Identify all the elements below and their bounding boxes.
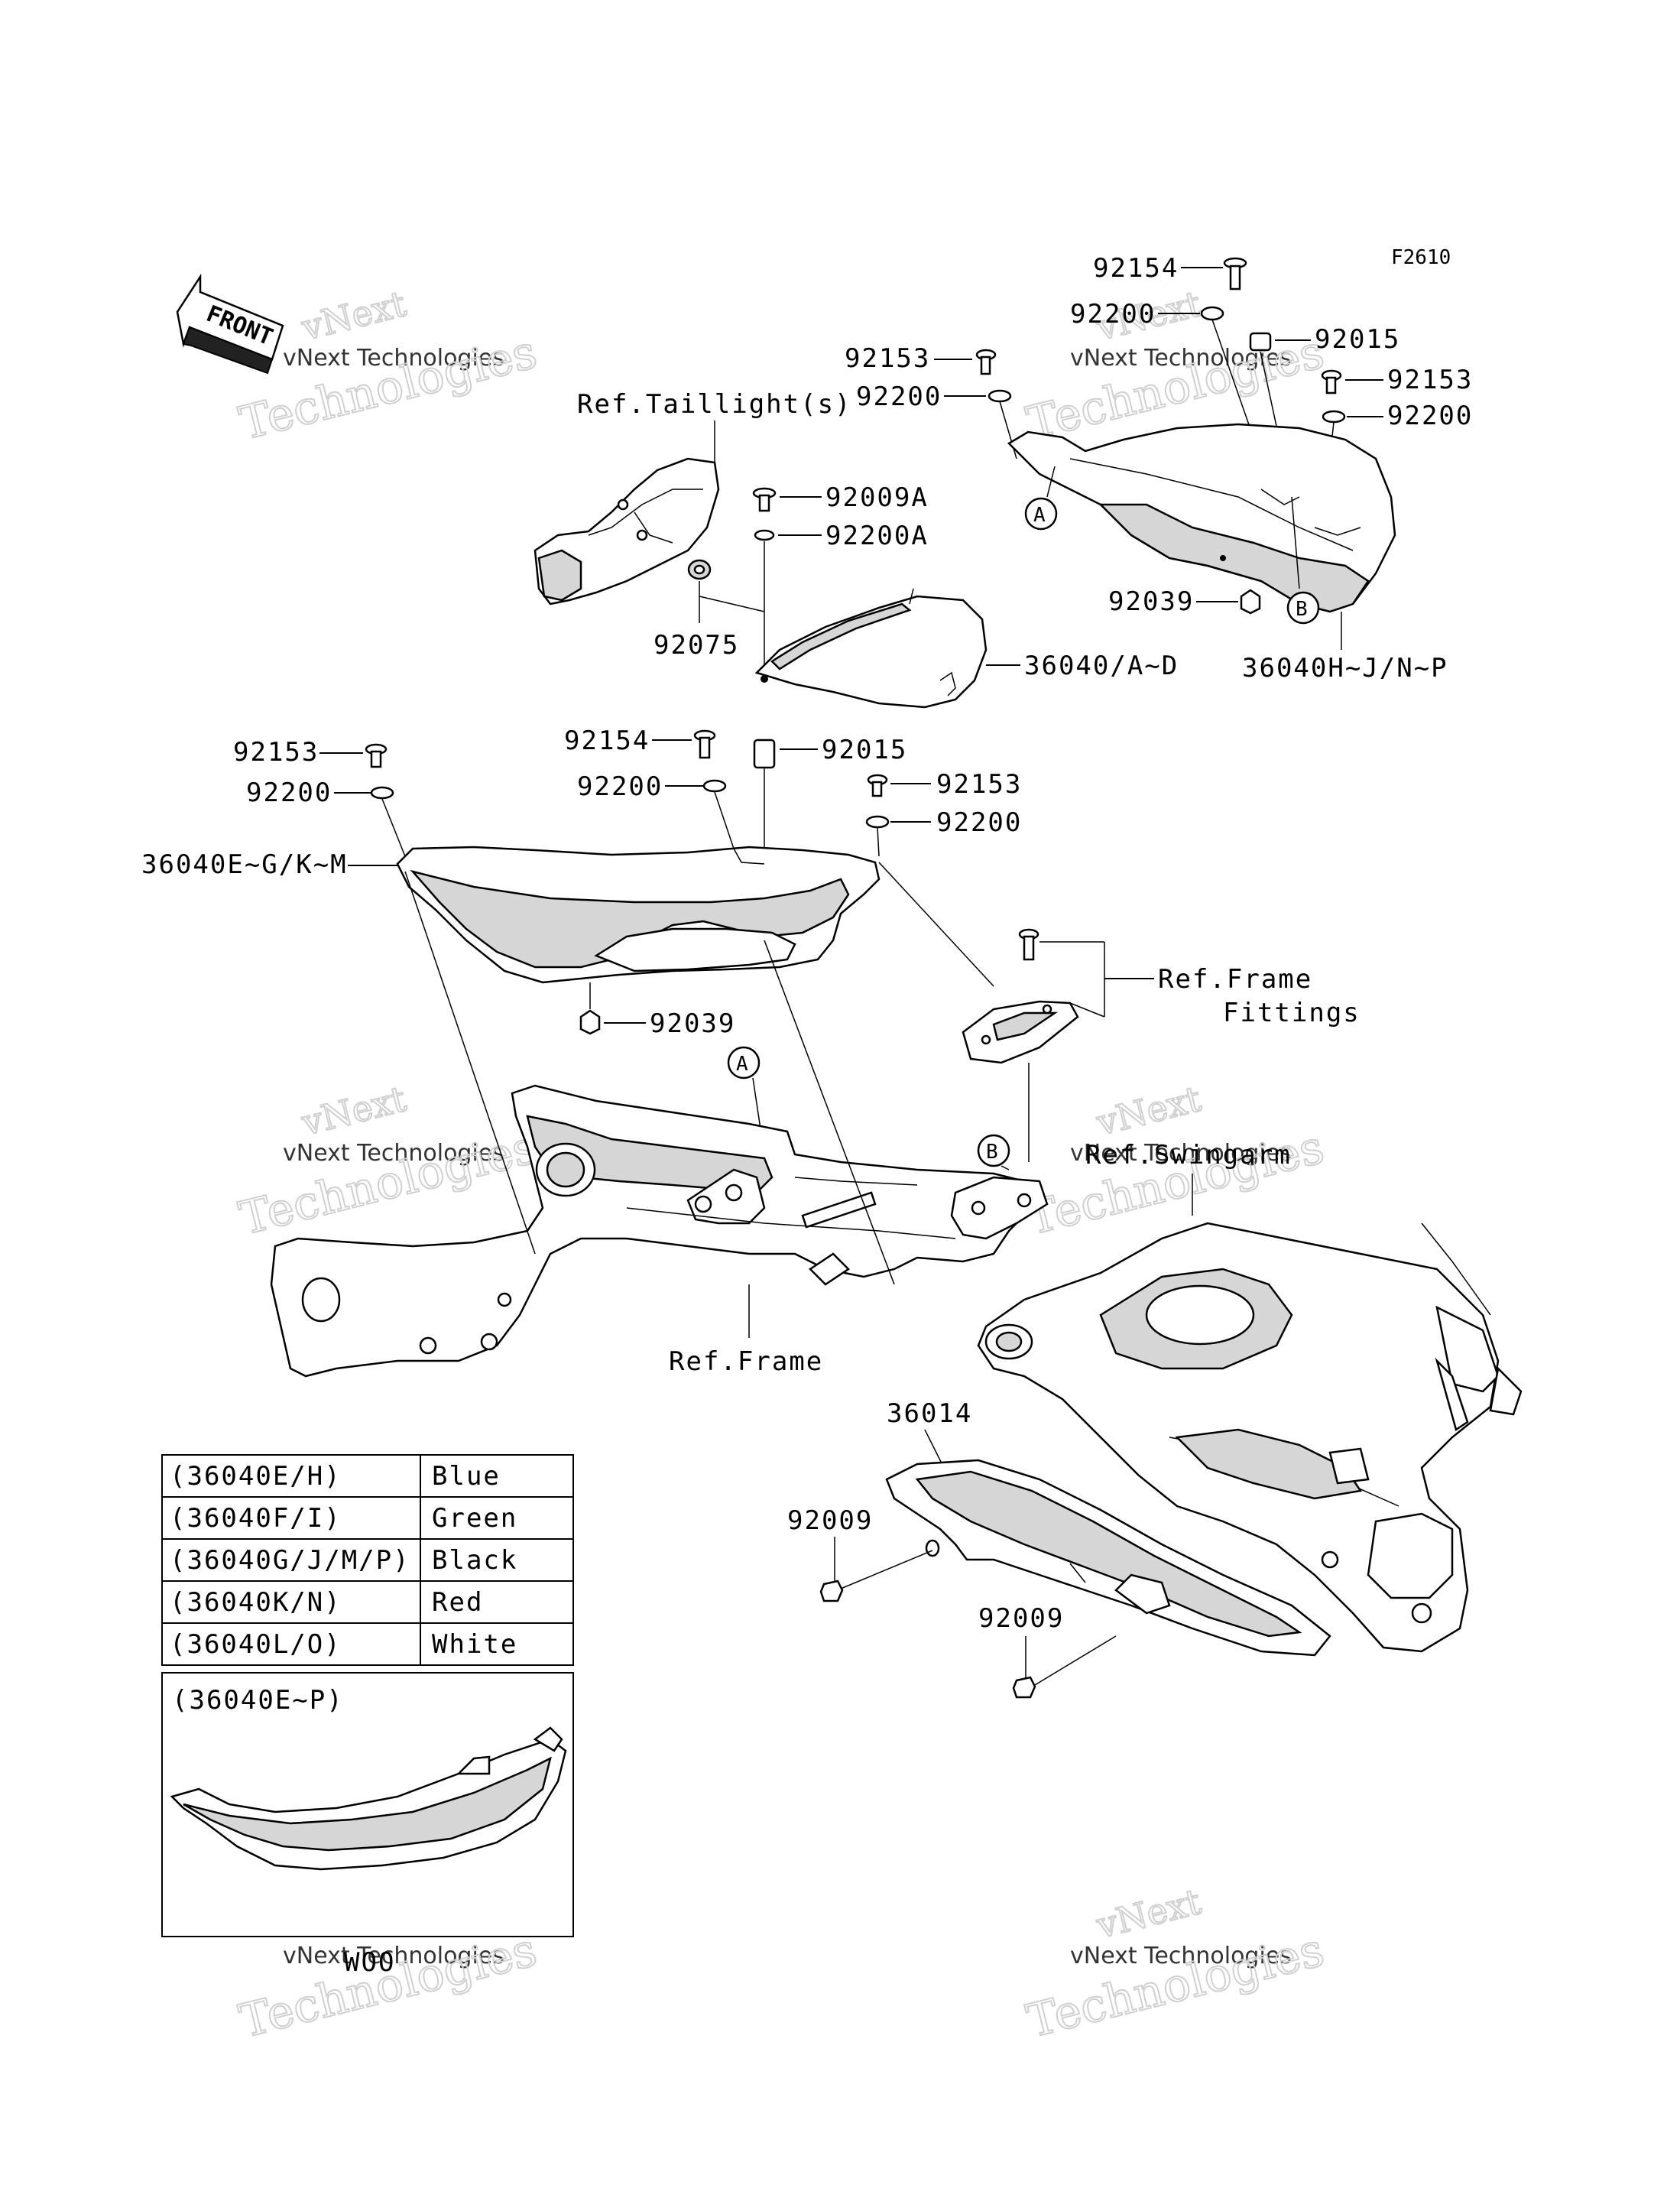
- nut-92039-right: 92039: [1108, 586, 1261, 617]
- washer-92200-left: 92200: [246, 778, 394, 808]
- inset-caption: WOO: [344, 1947, 395, 1978]
- label-92009-left: 92009: [787, 1505, 873, 1536]
- label-92009-right: 92009: [978, 1603, 1064, 1634]
- svg-text:vNext: vNext: [1092, 1078, 1205, 1144]
- washer-92200-top: 92200: [1070, 299, 1224, 330]
- table-row-color: Red: [432, 1587, 483, 1618]
- callout-a-frame: A: [727, 1046, 761, 1080]
- label-92039-right: 92039: [1108, 586, 1194, 617]
- collar-92015-mid: 92015: [753, 735, 907, 769]
- callout-b-top: B: [1286, 591, 1320, 625]
- frame-fittings-bracket: [962, 928, 1079, 1064]
- cover-36040-ad: [754, 588, 988, 709]
- svg-text:A: A: [1033, 504, 1046, 527]
- label-92154-top: 92154: [1093, 253, 1179, 284]
- label-92153-tr: 92153: [1387, 365, 1473, 395]
- label-ref-taillight: Ref.Taillight(s): [577, 389, 852, 420]
- taillight-assembly: [534, 457, 720, 606]
- grommet-92075: 92075: [654, 559, 739, 661]
- table-row-code: (36040K/N): [170, 1587, 342, 1618]
- table-row-color: Green: [432, 1503, 517, 1534]
- side-cover-right: [1007, 423, 1396, 613]
- washer-92200-tr: 92200: [1322, 401, 1473, 431]
- washer-92200-mid: 92200: [577, 771, 727, 802]
- fastener-92153-tr: 92153: [1321, 365, 1473, 395]
- table-row-code: (36040F/I): [170, 1503, 342, 1534]
- svg-text:vNext Technologies: vNext Technologies: [1070, 1140, 1292, 1167]
- label-92075: 92075: [654, 630, 739, 661]
- table-row-color: Blue: [432, 1461, 501, 1492]
- label-92200-tl: 92200: [856, 381, 942, 412]
- label-36040ad: 36040/A~D: [1024, 651, 1179, 681]
- svg-text:B: B: [986, 1141, 998, 1164]
- nut-92039-left: 92039: [579, 1008, 735, 1039]
- label-92153-mid: 92153: [936, 769, 1022, 800]
- label-92200-mid: 92200: [577, 771, 663, 802]
- rear-frame: [270, 1084, 1049, 1378]
- label-92154-mid: 92154: [564, 726, 650, 756]
- chain-guard-36014: [885, 1459, 1331, 1657]
- label-92015-mid: 92015: [822, 735, 907, 765]
- watermark-mid-left: vNext vNext Technologies Technologies: [234, 1077, 543, 1247]
- label-ref-frame: Ref.Frame: [669, 1346, 823, 1377]
- label-92153-left: 92153: [233, 737, 319, 768]
- watermark-bottom-right: vNext vNext Technologies Technologies: [1021, 1880, 1330, 2050]
- front-arrow-icon: FRONT: [176, 273, 284, 375]
- label-ref-swingarm: Ref.Swingarm: [1085, 1140, 1292, 1170]
- color-table: (36040E/H) Blue (36040F/I) Green (36040G…: [161, 1454, 574, 1666]
- svg-text:vNext: vNext: [1092, 1881, 1205, 1946]
- table-row-code: (36040E/H): [170, 1461, 342, 1492]
- inset-code: (36040E~P): [172, 1685, 344, 1716]
- callout-a-top: A: [1024, 497, 1058, 531]
- bolt-92009-left: 92009: [787, 1505, 933, 1602]
- label-ref-frame-fittings-2: Fittings: [1223, 998, 1361, 1028]
- label-92200-left: 92200: [246, 778, 332, 808]
- fastener-92153-tl: 92153: [845, 343, 997, 375]
- label-92039-left: 92039: [650, 1008, 735, 1039]
- label-36040em: 36040E~G/K~M: [141, 849, 348, 880]
- table-row-color: White: [432, 1629, 517, 1660]
- label-92015-top: 92015: [1315, 324, 1400, 355]
- svg-text:B: B: [1296, 598, 1308, 621]
- watermark-top-left: vNext vNext Technologies Technologies: [234, 282, 543, 452]
- bolt-92154-mid: 92154: [564, 726, 716, 759]
- watermark-top-right: vNext vNext Technologies Technologies: [1021, 282, 1330, 452]
- label-92200-mid2: 92200: [936, 807, 1022, 838]
- label-92009a: 92009A: [825, 482, 929, 513]
- svg-text:vNext Technologies: vNext Technologies: [283, 345, 504, 372]
- label-92200a: 92200A: [825, 521, 929, 551]
- svg-text:vNext Technologies: vNext Technologies: [283, 1140, 504, 1167]
- side-cover-left: [396, 846, 881, 984]
- bolt-92009-right: 92009: [978, 1603, 1117, 1699]
- collar-92015-top: 92015: [1249, 324, 1400, 355]
- label-92200-top: 92200: [1070, 299, 1156, 330]
- screw-92153-mid: 92153: [867, 769, 1022, 800]
- svg-text:vNext: vNext: [297, 1078, 410, 1144]
- callout-b-frame: B: [977, 1134, 1010, 1167]
- svg-text:vNext: vNext: [297, 283, 410, 349]
- swingarm: [977, 1222, 1523, 1653]
- label-36014: 36014: [887, 1398, 972, 1429]
- svg-text:A: A: [736, 1053, 748, 1076]
- table-row-code: (36040G/J/M/P): [170, 1545, 410, 1576]
- table-row-color: Black: [432, 1545, 517, 1576]
- inset-box: (36040E~P): [161, 1672, 574, 1937]
- fastener-92154-top: 92154: [1093, 253, 1247, 291]
- bolt-92009a: 92009A: [752, 482, 929, 513]
- washer-92200-mid2: 92200: [865, 807, 1022, 838]
- table-row-code: (36040L/O): [170, 1629, 342, 1660]
- figure-code: F2610: [1391, 246, 1451, 269]
- svg-text:vNext Technologies: vNext Technologies: [1070, 1943, 1292, 1969]
- label-92200-tr: 92200: [1387, 401, 1473, 431]
- screw-92153-left: 92153: [233, 737, 388, 768]
- svg-text:vNext Technologies: vNext Technologies: [283, 1943, 504, 1969]
- label-92153-tl: 92153: [845, 343, 930, 374]
- label-ref-frame-fittings-1: Ref.Frame: [1158, 964, 1312, 995]
- washer-92200a: 92200A: [754, 521, 929, 551]
- label-36040hp: 36040H~J/N~P: [1242, 653, 1448, 683]
- washer-92200-tl: 92200: [856, 381, 1012, 412]
